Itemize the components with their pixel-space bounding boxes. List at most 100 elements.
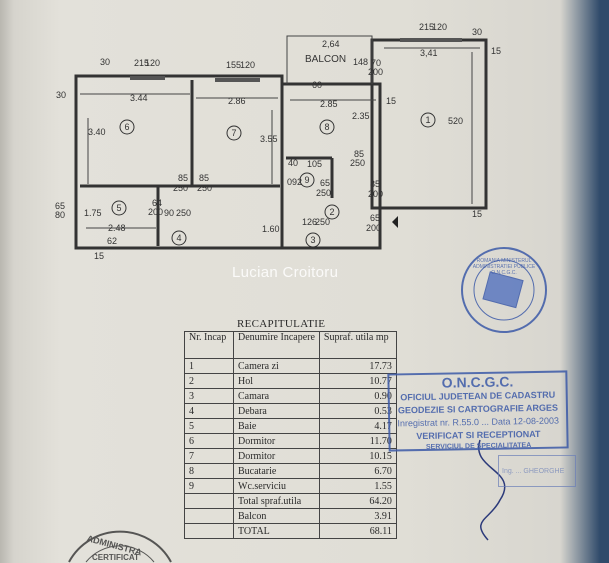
cell-nr: 1 — [184, 358, 234, 374]
oncgc-stamp: O.N.C.G.C. OFICIUL JUDETEAN DE CADASTRU … — [387, 370, 569, 452]
cell-area: 4.17 — [318, 418, 397, 434]
cell-name: Camera zi — [233, 358, 320, 374]
dim: 250 — [197, 183, 212, 193]
dim: 1.60 — [262, 224, 280, 234]
balcony-outline — [80, 35, 480, 229]
room-numbers: 1 2 3 4 5 6 7 8 9 — [116, 115, 430, 245]
cell-name: Bucatarie — [233, 463, 320, 479]
cell-nr — [184, 493, 234, 509]
recap-title: RECAPITULATIE — [237, 318, 326, 330]
dim: 15 — [472, 209, 482, 219]
table-header: Nr. Incap Denumire Incapere Supraf. util… — [184, 331, 397, 359]
walls — [74, 38, 488, 250]
dim: 250 — [173, 183, 188, 193]
dim: 65 — [55, 201, 65, 211]
dim: 250 — [315, 217, 330, 227]
cell-name: Debara — [233, 403, 320, 419]
cell-area: 10.77 — [318, 373, 397, 389]
dim: 15 — [94, 251, 104, 261]
cell-nr: 8 — [184, 463, 234, 479]
cell-area: 6.70 — [318, 463, 397, 479]
room-number-6: 6 — [124, 122, 129, 132]
dim: 200 — [148, 207, 163, 217]
dim: 85 — [178, 173, 188, 183]
dim: 215 — [134, 58, 149, 68]
dim: 60 — [312, 80, 322, 90]
dim: 200 — [368, 67, 383, 77]
cell-area: 64.20 — [318, 493, 397, 509]
dim: 70 — [371, 58, 381, 68]
dim: 092 — [287, 177, 302, 187]
header-nr: Nr. Incap — [184, 331, 234, 359]
cell-nr — [184, 523, 234, 539]
cell-area: 0.90 — [318, 388, 397, 404]
dim: 85 — [354, 149, 364, 159]
recap-table: Nr. Incap Denumire Incapere Supraf. util… — [184, 331, 397, 539]
cell-name: Dormitor — [233, 433, 320, 449]
dim: 62 — [107, 236, 117, 246]
dimension-labels: 30 215 120 155 120 30 3.44 2.86 3.40 3.5… — [55, 22, 501, 261]
dim: 65 — [370, 213, 380, 223]
entrance-arrow-icon — [392, 216, 398, 228]
room-circles — [111, 112, 436, 248]
svg-text:CERTIFICAT: CERTIFICAT — [92, 553, 139, 562]
cell-nr: 4 — [184, 403, 234, 419]
dim: 2.85 — [320, 99, 338, 109]
header-area: Supraf. utila mp — [318, 331, 397, 359]
round-stamp-top — [461, 247, 547, 333]
dim: 40 — [288, 158, 298, 168]
wall-outline-middle — [280, 82, 382, 250]
cell-nr: 6 — [184, 433, 234, 449]
cell-area: 3.91 — [318, 508, 397, 524]
dim: 200 — [368, 189, 383, 199]
dim: 30 — [100, 57, 110, 67]
dim: 65 — [320, 178, 330, 188]
dim: 2.86 — [228, 96, 246, 106]
dim: 30 — [472, 27, 482, 37]
dim: 3.55 — [260, 134, 278, 144]
cell-name: Balcon — [233, 508, 320, 524]
dim: 3,41 — [420, 48, 438, 58]
dim: 3.44 — [130, 93, 148, 103]
dim: 2.35 — [352, 111, 370, 121]
stamp-line: Ing. ... GHEORGHE — [502, 468, 565, 475]
cell-area: 17.73 — [318, 358, 397, 374]
cell-name: Dormitor — [233, 448, 320, 464]
cell-name: Camara — [233, 388, 320, 404]
signature-stamp: Ing. ... GHEORGHE — [498, 455, 576, 487]
dim: 126 — [302, 217, 317, 227]
cell-area: 10.15 — [318, 448, 397, 464]
cell-area: 1.55 — [318, 478, 397, 494]
cell-name: Hol — [233, 373, 320, 389]
dim: 250 — [350, 158, 365, 168]
round-stamp-bottom: ADMINISTRA CERTIFICAT — [68, 530, 172, 563]
header-name: Denumire Incapere — [233, 331, 320, 359]
dim: 85 — [370, 179, 380, 189]
cell-nr: 2 — [184, 373, 234, 389]
dim: 215 — [419, 22, 434, 32]
cell-nr: 3 — [184, 388, 234, 404]
cell-name: TOTAL — [233, 523, 320, 539]
dim: 250 — [176, 208, 191, 218]
room-number-3: 3 — [310, 235, 315, 245]
balcony-label: BALCON — [305, 54, 346, 65]
dim: 15 — [491, 46, 501, 56]
dim: 90 — [164, 208, 174, 218]
room-number-9: 9 — [304, 175, 309, 185]
room-number-4: 4 — [176, 233, 181, 243]
dim: 1.75 — [84, 208, 102, 218]
room-number-7: 7 — [231, 128, 236, 138]
room-number-1: 1 — [425, 115, 430, 125]
dim: 155 — [226, 60, 241, 70]
dim: 105 — [307, 159, 322, 169]
dim: 85 — [199, 173, 209, 183]
